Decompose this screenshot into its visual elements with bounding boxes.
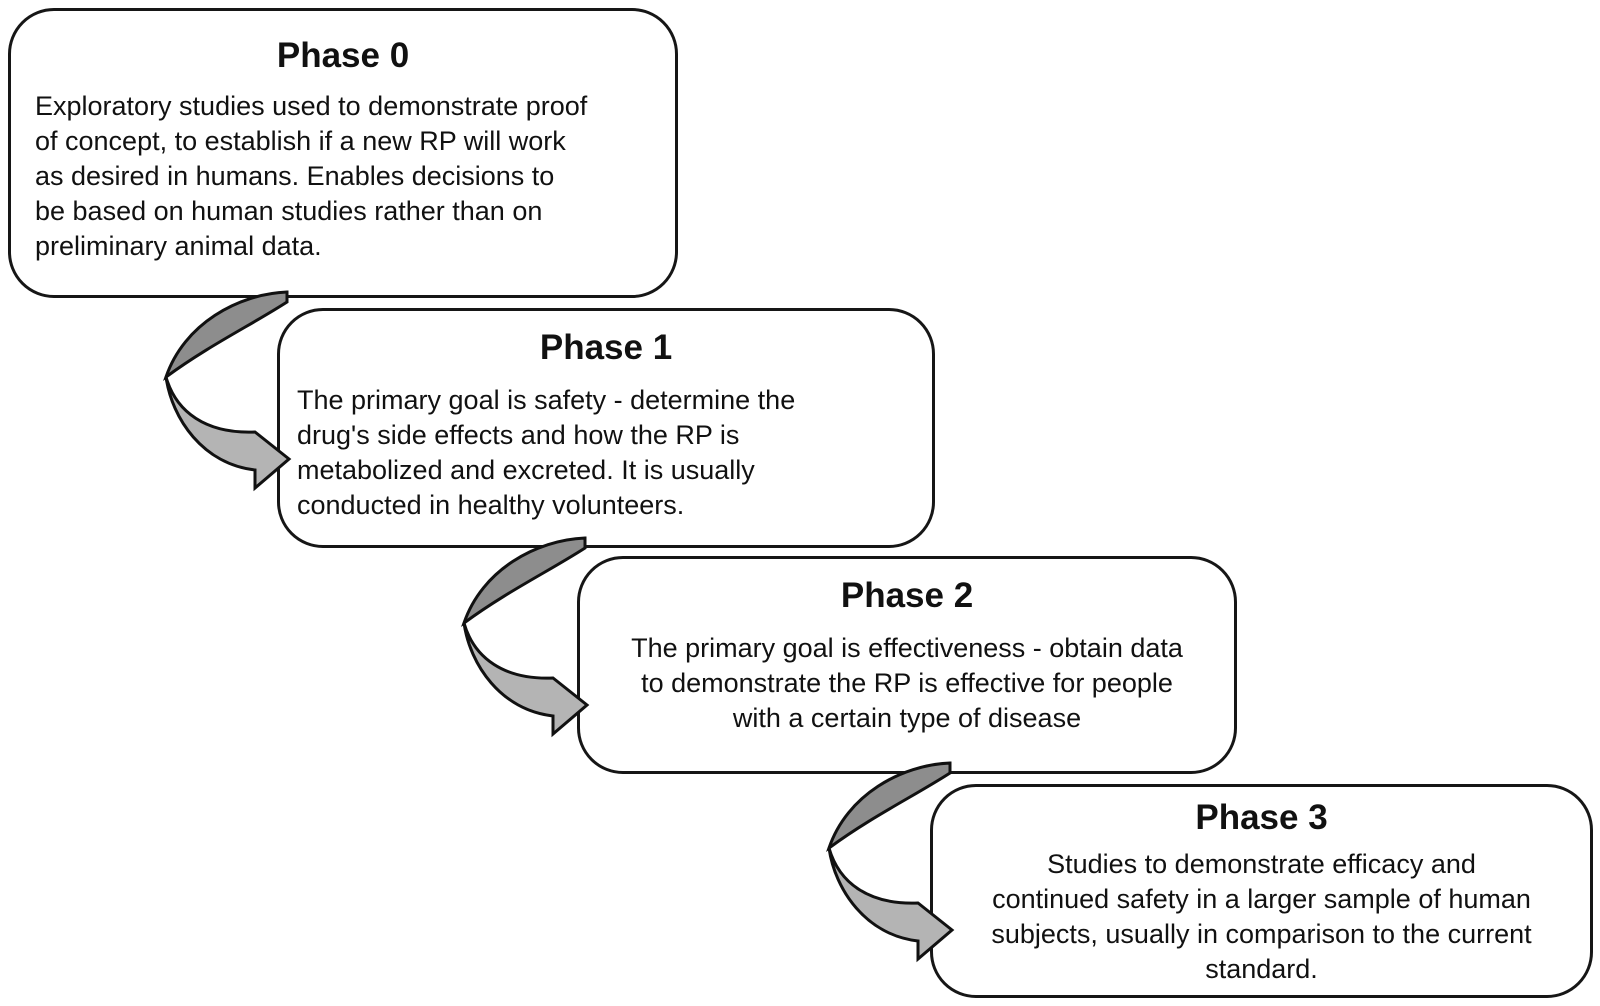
curved-arrow-phase-0-to-phase-1-icon	[158, 284, 293, 494]
curved-arrow-svg	[461, 536, 590, 738]
phase-0-title: Phase 0	[276, 36, 410, 75]
arrow-lower-segment-with-head	[164, 376, 292, 492]
arrow-upper-segment	[826, 761, 952, 853]
arrow-lower-segment-with-head	[827, 847, 955, 963]
phase-2-description: The primary goal is effectiveness - obta…	[631, 633, 1183, 733]
phase-0-description: Exploratory studies used to demonstrate …	[35, 91, 588, 261]
phase-2-box: Phase 2 The primary goal is effectivenes…	[577, 556, 1237, 774]
phase-3-box: Phase 3 Studies to demonstrate efficacy …	[930, 784, 1593, 998]
curved-arrow-phase-2-to-phase-3-icon	[821, 755, 956, 965]
phase-1-title: Phase 1	[539, 328, 673, 367]
phase-3-description: Studies to demonstrate efficacy and cont…	[991, 849, 1532, 984]
phase-0-box: Phase 0 Exploratory studies used to demo…	[8, 8, 678, 298]
arrow-upper-segment	[461, 536, 587, 628]
arrow-lower-segment-with-head	[462, 622, 590, 738]
curved-arrow-svg	[163, 290, 292, 492]
phase-3-title: Phase 3	[1195, 798, 1328, 837]
phase-1-description: The primary goal is safety - determine t…	[297, 385, 796, 520]
phase-1-box: Phase 1 The primary goal is safety - det…	[277, 308, 935, 548]
phase-2-title: Phase 2	[840, 576, 974, 615]
curved-arrow-phase-1-to-phase-2-icon	[456, 530, 591, 740]
arrow-upper-segment	[163, 290, 289, 382]
curved-arrow-svg	[826, 761, 955, 963]
